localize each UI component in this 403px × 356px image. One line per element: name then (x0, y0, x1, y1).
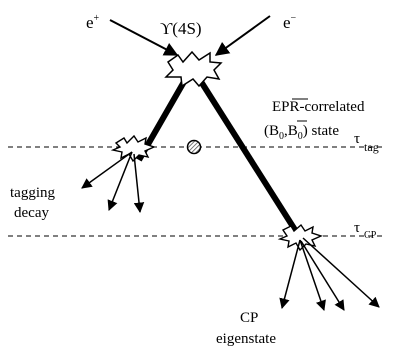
cp-label-line1: CP (240, 310, 258, 326)
electron-beam-arrow (214, 15, 271, 56)
tag-decay-product-arrow (133, 153, 145, 214)
positron-beam-arrow (109, 19, 179, 56)
tag-decay-product-arrow (107, 151, 133, 211)
cp-decay-product-arrow (299, 239, 326, 311)
cp-decay-product-arrow (279, 239, 301, 310)
tag-decay-product-arrow (81, 151, 133, 189)
epr-label-line2: (B0,B0) state (264, 123, 339, 142)
cp-label-line2: eigenstate (216, 331, 276, 347)
epr-label-line1: EPR-correlated (272, 99, 365, 115)
hatched-circle-icon (186, 139, 202, 155)
electron-label: e− (283, 13, 297, 32)
cp-decay-product-arrow (302, 237, 380, 308)
burst-icon (164, 50, 223, 88)
b-bar: B (288, 123, 298, 139)
cp-decay-product-arrow (300, 240, 345, 311)
tagging-label-line1: tagging (10, 185, 55, 201)
burst-icon (277, 223, 323, 252)
tagging-label-line2: decay (14, 205, 49, 221)
b-cp-track (197, 78, 300, 235)
positron-label: e+ (86, 13, 100, 32)
burst-icon (110, 134, 156, 163)
resonance-label: ϒ(4S) (160, 19, 202, 38)
